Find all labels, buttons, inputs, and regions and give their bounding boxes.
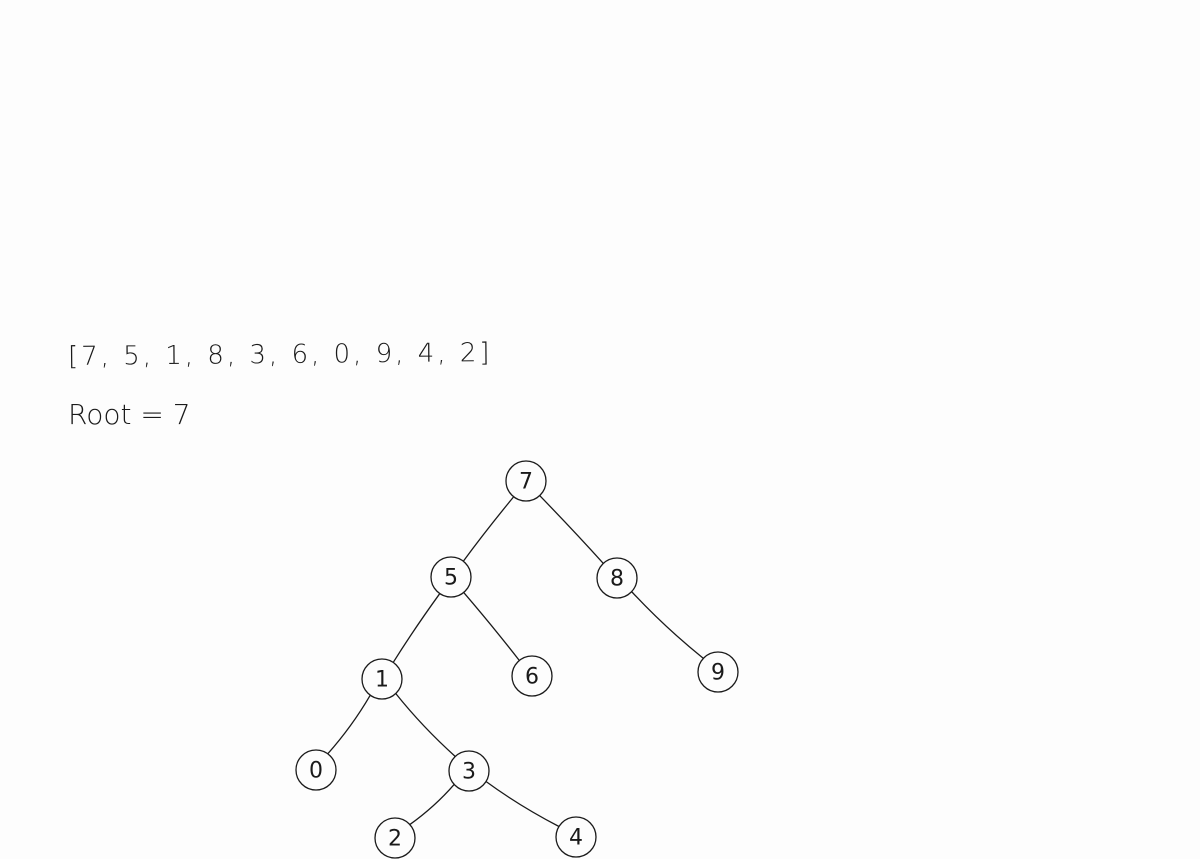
node-label-3: 3 — [462, 760, 476, 785]
node-circle-5 — [430, 556, 472, 598]
edge-3-2 — [409, 783, 455, 826]
edge-3-4 — [485, 780, 560, 828]
tree-node-2: 2 — [374, 817, 416, 859]
node-label-0: 0 — [309, 759, 323, 784]
edge-1-3 — [395, 692, 456, 758]
node-circle-2 — [374, 817, 416, 859]
edge-5-6 — [463, 591, 520, 662]
tree-node-4: 4 — [555, 816, 597, 858]
node-label-4: 4 — [569, 826, 583, 851]
tree-nodes: 7 5 8 1 6 9 0 3 2 4 — [295, 460, 739, 859]
node-circle-1 — [361, 658, 403, 700]
node-label-1: 1 — [375, 668, 389, 693]
node-circle-3 — [448, 750, 490, 792]
tree-node-5: 5 — [430, 556, 472, 598]
node-label-7: 7 — [519, 470, 533, 495]
node-label-8: 8 — [610, 567, 624, 592]
edge-1-0 — [327, 694, 371, 755]
node-label-2: 2 — [388, 827, 402, 852]
tree-node-6: 6 — [511, 655, 553, 697]
tree-edges — [327, 494, 705, 828]
node-circle-8 — [596, 557, 638, 599]
tree-node-9: 9 — [697, 651, 739, 693]
tree-node-8: 8 — [596, 557, 638, 599]
tree-node-3: 3 — [448, 750, 490, 792]
node-label-6: 6 — [525, 665, 539, 690]
node-circle-6 — [511, 655, 553, 697]
tree-node-0: 0 — [295, 749, 337, 791]
tree-node-1: 1 — [361, 658, 403, 700]
root-text: Root = 7 — [68, 398, 191, 431]
node-circle-9 — [697, 651, 739, 693]
node-circle-4 — [555, 816, 597, 858]
node-circle-0 — [295, 749, 337, 791]
edge-7-8 — [539, 494, 604, 565]
node-label-9: 9 — [711, 661, 725, 686]
edge-7-5 — [462, 496, 515, 562]
tree-node-7: 7 — [505, 460, 547, 502]
node-circle-7 — [505, 460, 547, 502]
edge-8-9 — [630, 590, 705, 660]
edge-5-1 — [392, 592, 441, 664]
node-label-5: 5 — [444, 566, 458, 591]
